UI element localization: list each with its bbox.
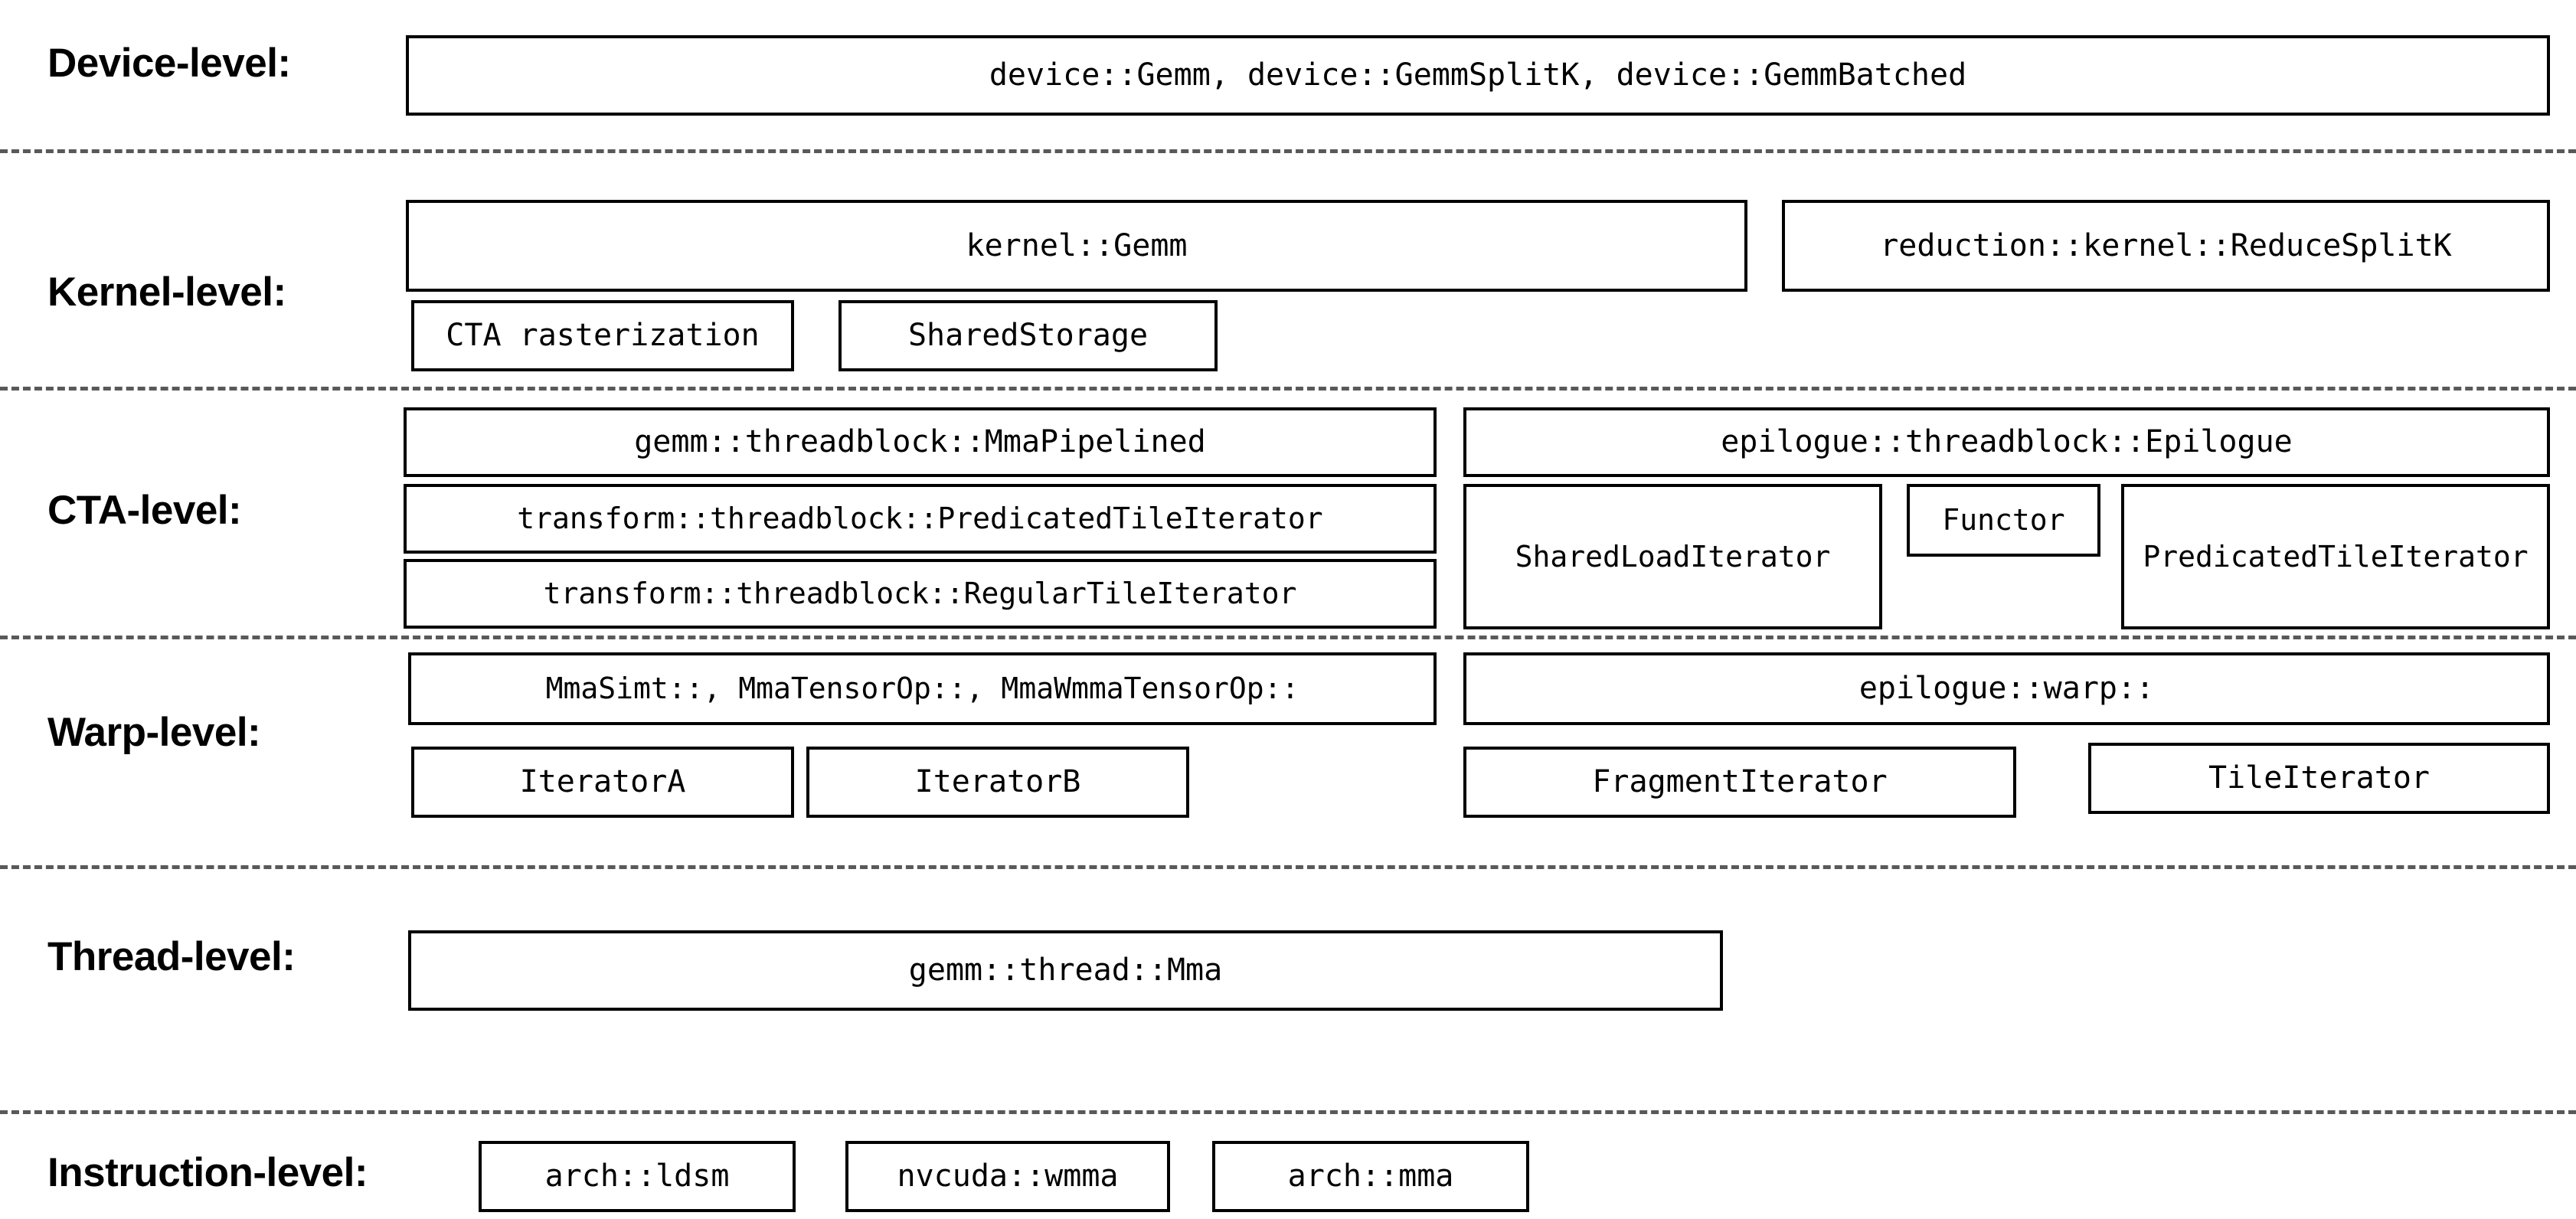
row-cta-level: CTA-level: gemm::threadblock::MmaPipelin…	[0, 387, 2576, 636]
tier-label-device-level: Device-level:	[47, 41, 291, 86]
box-cta-rasterization[interactable]: CTA rasterization	[411, 300, 794, 371]
box-tileiterator[interactable]: TileIterator	[2088, 743, 2550, 814]
box-nvcuda-wmma[interactable]: nvcuda::wmma	[845, 1141, 1170, 1212]
box-shared-storage[interactable]: SharedStorage	[839, 300, 1218, 371]
row-kernel-level: Kernel-level: kernel::Gemm reduction::ke…	[0, 149, 2576, 387]
row-device-level: Device-level: device::Gemm, device::Gemm…	[0, 0, 2576, 149]
separator-kernel-cta	[0, 387, 2576, 391]
box-kernel-gemm[interactable]: kernel::Gemm	[406, 200, 1747, 292]
separator-cta-warp	[0, 636, 2576, 639]
box-arch-ldsm[interactable]: arch::ldsm	[479, 1141, 796, 1212]
tier-label-kernel-level: Kernel-level:	[47, 270, 286, 315]
tier-label-cta-level: CTA-level:	[47, 488, 242, 533]
separator-device-kernel	[0, 149, 2576, 153]
tier-label-instruction-level: Instruction-level:	[47, 1150, 368, 1195]
box-epilogue-threadblock-epilogue[interactable]: epilogue::threadblock::Epilogue	[1463, 407, 2550, 477]
box-mma-warp-ops[interactable]: MmaSimt::, MmaTensorOp::, MmaWmmaTensorO…	[408, 652, 1437, 725]
box-gemm-thread-mma[interactable]: gemm::thread::Mma	[408, 930, 1723, 1011]
box-iterator-a[interactable]: IteratorA	[411, 747, 794, 818]
box-device-gemm[interactable]: device::Gemm, device::GemmSplitK, device…	[406, 35, 2550, 116]
separator-thread-instruction	[0, 1110, 2576, 1114]
box-transform-threadblock-predicatedtileiterator[interactable]: transform::threadblock::PredicatedTileIt…	[404, 484, 1437, 554]
box-transform-threadblock-regulartileiterator[interactable]: transform::threadblock::RegularTileItera…	[404, 559, 1437, 629]
box-epilogue-warp[interactable]: epilogue::warp::	[1463, 652, 2550, 725]
tier-label-thread-level: Thread-level:	[47, 934, 296, 979]
box-functor[interactable]: Functor	[1907, 484, 2100, 557]
separator-warp-thread	[0, 865, 2576, 869]
box-arch-mma[interactable]: arch::mma	[1212, 1141, 1529, 1212]
row-warp-level: Warp-level: MmaSimt::, MmaTensorOp::, Mm…	[0, 636, 2576, 865]
box-predicatedtileiterator[interactable]: PredicatedTileIterator	[2121, 484, 2550, 629]
box-sharedloaditerator[interactable]: SharedLoadIterator	[1463, 484, 1882, 629]
row-instruction-level: Instruction-level: arch::ldsm nvcuda::wm…	[0, 1110, 2576, 1219]
box-gemm-threadblock-mmapipelined[interactable]: gemm::threadblock::MmaPipelined	[404, 407, 1437, 477]
tier-label-warp-level: Warp-level:	[47, 710, 261, 755]
box-fragmentiterator[interactable]: FragmentIterator	[1463, 747, 2016, 818]
row-thread-level: Thread-level: gemm::thread::Mma	[0, 865, 2576, 1110]
box-iterator-b[interactable]: IteratorB	[806, 747, 1189, 818]
box-reduction-kernel-reducesplitk[interactable]: reduction::kernel::ReduceSplitK	[1782, 200, 2550, 292]
